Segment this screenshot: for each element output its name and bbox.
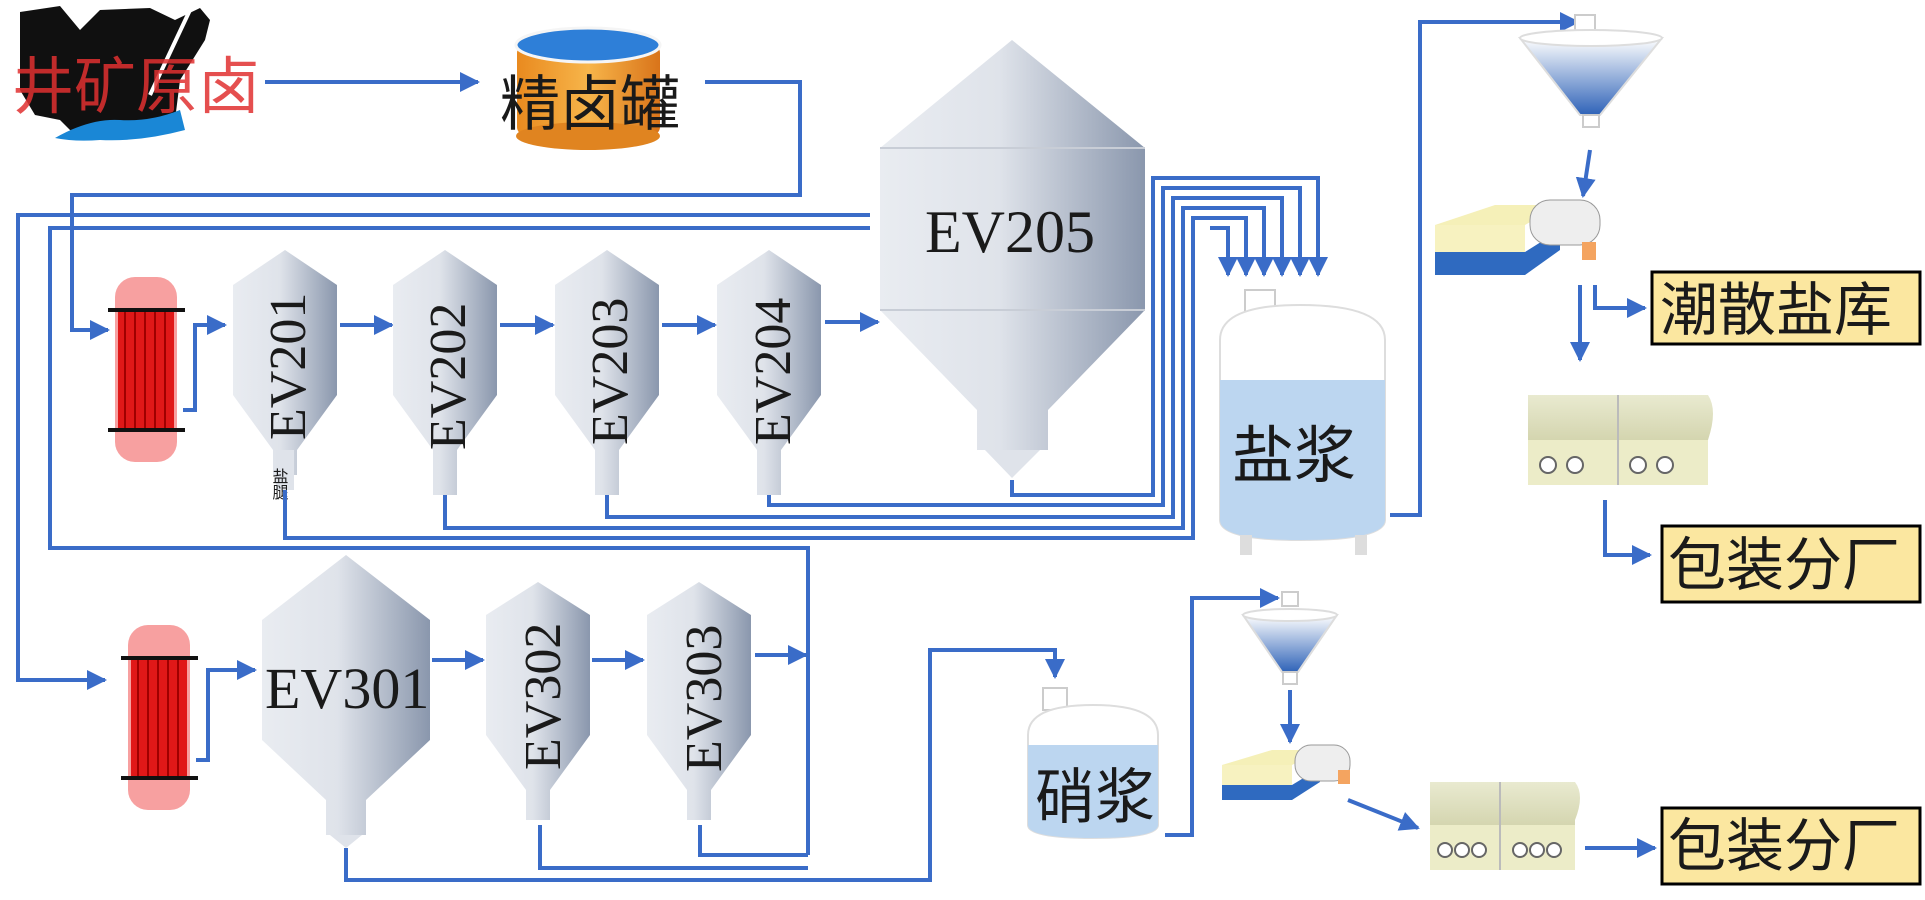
warehouse-2: [1430, 782, 1580, 870]
water-wave-icon: [55, 110, 185, 141]
flow-ev303-bottom: [698, 825, 808, 857]
hydrocyclone-1: [1517, 14, 1665, 128]
flow-tank-to-heater1: [70, 80, 802, 340]
ev203-label: EV203: [582, 298, 639, 445]
flow-heater1-to-ev201: [183, 315, 227, 412]
flow-ev203-to-slurry: [605, 196, 1292, 519]
evaporator-ev301: EV301: [262, 555, 430, 848]
mine-silhouette-icon: [20, 6, 210, 140]
flow-slurry-to-funnel1: [1390, 12, 1580, 517]
well-brine-source: 井矿原卤: [12, 6, 260, 141]
flow-nitrate-to-funnel2: [1165, 588, 1280, 837]
evaporator-ev203: EV203: [555, 250, 659, 495]
flow-funnel1-to-dryer1: [1575, 149, 1596, 198]
flow-return-loop: [48, 226, 870, 855]
flow-ev302-bottom: [538, 825, 808, 870]
flow-ev201-to-slurry: [283, 216, 1256, 540]
evaporator-ev201: EV201 盐腿: [233, 250, 337, 501]
evaporator-ev302: EV302: [486, 582, 590, 820]
ev302-label: EV302: [515, 623, 572, 770]
flow-return-to-heater2: [16, 213, 870, 690]
ev205-label: EV205: [925, 199, 1095, 265]
output-packaging-1: 包装分厂: [1660, 524, 1922, 604]
flow-ev301-to-nitrate: [344, 648, 1065, 882]
ev301-label: EV301: [265, 656, 429, 721]
flow-to-wet-salt: [1593, 285, 1647, 318]
tank-label: 精卤罐: [500, 72, 680, 138]
pack2-label: 包装分厂: [1668, 814, 1900, 879]
mine-drill-icon: [148, 9, 192, 96]
flow-dryer2-to-warehouse2: [1347, 798, 1420, 831]
heater-1: [108, 277, 185, 462]
evaporator-ev202: EV202: [393, 250, 497, 495]
ev303-label: EV303: [676, 625, 733, 772]
ev201-label: EV201: [260, 293, 317, 440]
flow-ev202-to-slurry: [443, 206, 1274, 530]
nitrate-slurry-tank: 硝浆: [1027, 687, 1159, 840]
evaporator-ev303: EV303: [647, 582, 751, 820]
ev204-label: EV204: [745, 298, 802, 445]
evaporator-ev204: EV204: [717, 250, 821, 495]
heater-2: [121, 625, 198, 810]
flow-heater2-to-ev301: [196, 660, 257, 762]
flow-warehouse1-to-pack1: [1603, 500, 1652, 565]
salt-slurry-tank: 盐浆: [1219, 289, 1386, 555]
salt-slurry-label: 盐浆: [1232, 423, 1356, 491]
brine-tank: 精卤罐: [500, 26, 680, 150]
dryer-1: [1435, 199, 1601, 275]
warehouse-1: [1528, 395, 1713, 485]
flow-aux-to-slurry: [1210, 226, 1238, 277]
nitrate-slurry-label: 硝浆: [1035, 765, 1155, 831]
wet-salt-label: 潮散盐库: [1660, 278, 1892, 343]
output-packaging-2: 包装分厂: [1660, 806, 1922, 886]
hydrocyclone-2: [1241, 591, 1339, 685]
pack1-label: 包装分厂: [1668, 533, 1900, 598]
source-label: 井矿原卤: [12, 54, 260, 122]
flow-ev204-to-slurry: [767, 186, 1310, 507]
flow-ev205-to-slurry: [1010, 176, 1328, 497]
output-wet-salt-storage: 潮散盐库: [1650, 270, 1922, 346]
dryer-2: [1222, 744, 1351, 800]
ev202-label: EV202: [420, 303, 477, 450]
evaporator-ev205: EV205: [880, 40, 1145, 478]
